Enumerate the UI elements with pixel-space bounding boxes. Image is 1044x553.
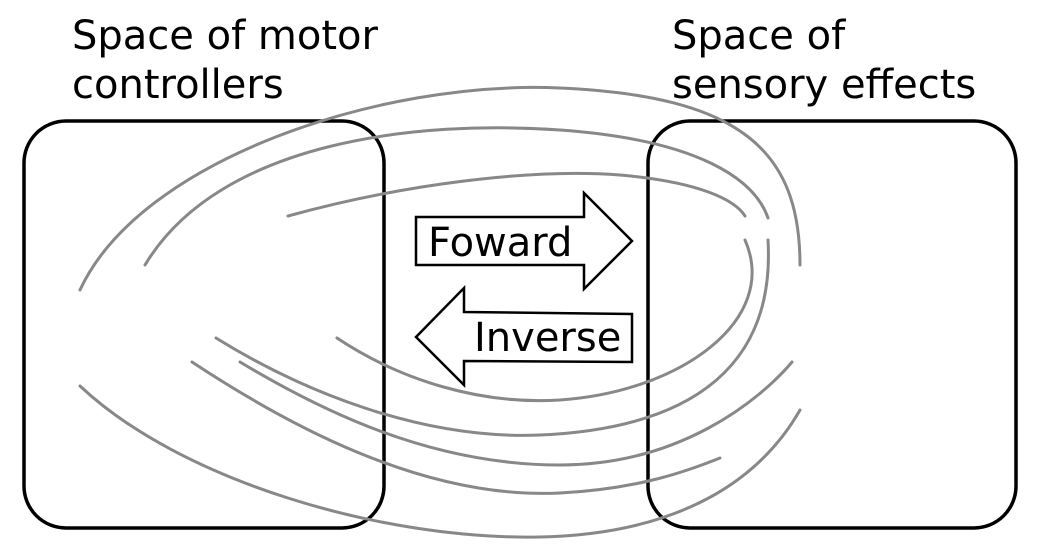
inverse-arrow-shape (414, 284, 634, 389)
motor-controllers-title-line-1: Space of motor (72, 13, 378, 59)
forward-label: Foward (428, 220, 572, 266)
sensory-effects-title: Space of sensory effects (672, 12, 976, 110)
mapping-curve-outer-bottom (78, 384, 802, 539)
sensory-effects-title-line-1: Space of (672, 13, 846, 59)
motor-controllers-box (22, 119, 386, 530)
mapping-curve-inner-top (286, 171, 747, 218)
mapping-curve-lower (238, 360, 794, 467)
mapping-curve-outer-top (78, 85, 802, 292)
mapping-curve-middle-loop (214, 238, 770, 437)
motor-controllers-title-line-2: controllers (72, 62, 284, 108)
forward-arrow-shape (414, 189, 634, 293)
sensory-effects-title-line-2: sensory effects (672, 62, 977, 108)
mapping-curves (78, 85, 802, 539)
mapping-curve-upper (143, 126, 770, 267)
inverse-label: Inverse (474, 315, 621, 361)
inverse-arrow: Inverse (414, 284, 634, 389)
mapping-curve-lower-inner (190, 360, 722, 495)
motor-controllers-title: Space of motor controllers (72, 12, 378, 110)
forward-arrow: Foward (414, 189, 634, 293)
mapping-curve-inner-loop (335, 238, 754, 403)
sensory-effects-box (646, 119, 1018, 530)
